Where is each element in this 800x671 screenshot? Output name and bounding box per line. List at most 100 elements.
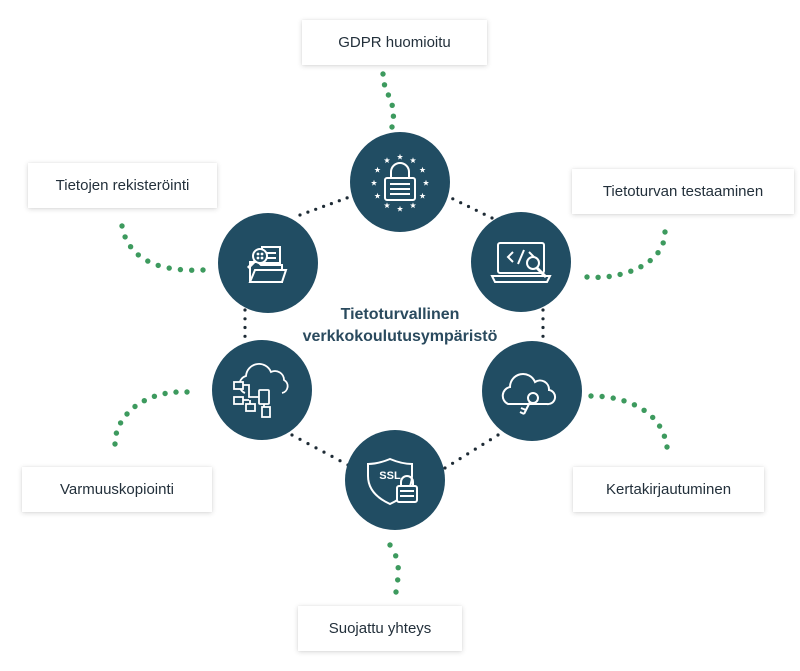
connector-dot [122, 234, 128, 240]
eu-star [396, 205, 404, 212]
connector-dot [641, 407, 647, 413]
ring-dot [496, 433, 500, 437]
card-sso: Kertakirjautuminen [573, 467, 764, 512]
ring-dot [459, 201, 463, 205]
nodes: SSL [212, 132, 582, 530]
connector-dot [381, 82, 388, 88]
ring-dot [466, 452, 470, 456]
connector-dot [610, 395, 616, 401]
connector-dot [647, 257, 653, 264]
connector-dot [145, 258, 151, 264]
node-secure: SSL [345, 430, 445, 530]
ring-dot [466, 204, 471, 209]
ssl-label: SSL [379, 470, 401, 482]
ring-dot [243, 334, 247, 338]
ring-dot [541, 317, 545, 321]
connector-dot [395, 577, 401, 583]
card-gdpr: GDPR huomioitu [302, 20, 487, 65]
ring-dot [474, 208, 478, 212]
node-testing [471, 212, 571, 312]
node-backup [212, 340, 312, 440]
ring-dot [322, 450, 326, 454]
eu-star [409, 202, 417, 209]
ring-dot [314, 446, 318, 450]
node-sso [482, 341, 582, 441]
center-title-line1: Tietoturvallinen [340, 306, 460, 323]
connector-dot [162, 390, 168, 397]
ring-dot [330, 454, 334, 458]
connector-dot [662, 229, 668, 235]
connector-dot [661, 433, 668, 439]
folder-magnifier-icon [246, 246, 288, 283]
connector-dot [380, 71, 386, 77]
ring-dot [243, 325, 247, 330]
connector-dot [389, 124, 395, 130]
connector-dot [173, 389, 179, 395]
eu-star [370, 179, 378, 186]
node-gdpr [350, 132, 450, 232]
connector-dot [155, 262, 161, 269]
connector-dot [621, 398, 627, 404]
connector-dot [655, 250, 661, 256]
connector-dot [166, 265, 172, 271]
ring-dot [322, 204, 326, 208]
ring-dot [541, 325, 545, 330]
ring-dot [298, 213, 302, 217]
eu-stars-padlock-icon [370, 153, 430, 212]
eu-star [374, 192, 381, 199]
ring-dot [541, 308, 545, 312]
card-logging: Tietojen rekisteröinti [28, 163, 217, 208]
ring-dot [451, 461, 455, 465]
ring-dot [243, 308, 247, 312]
eu-star [422, 179, 430, 186]
ring-dot [338, 459, 342, 463]
eu-star [396, 153, 404, 160]
connector-dot [393, 589, 399, 595]
connector-dot [390, 113, 397, 119]
ring-dot [243, 317, 247, 321]
connector-dot [141, 398, 147, 404]
center-title-line2: verkkokoulutusympäristö [302, 328, 498, 345]
ring-dot [329, 202, 333, 206]
connector-dot [113, 430, 120, 436]
laptop-code-magnifier-icon [490, 242, 552, 283]
connector-dot [184, 389, 190, 395]
connector-dot [385, 92, 392, 98]
connector-dot [119, 223, 125, 229]
cloud-network-backup-icon [233, 363, 289, 418]
card-backup: Varmuuskopiointi [22, 467, 212, 512]
connector-dot [177, 266, 184, 273]
ring-dot [482, 212, 486, 216]
ring-dot [451, 197, 455, 201]
connector-dot [650, 414, 656, 421]
ring-dot [481, 442, 485, 446]
cloud-key-icon [501, 373, 557, 415]
connector-dot [387, 542, 393, 548]
connector-dot [606, 273, 612, 280]
connector-dot [595, 274, 601, 280]
ring-dot [490, 216, 494, 220]
connector-dot [151, 393, 158, 399]
connector-dot [584, 274, 590, 280]
eu-star [383, 202, 391, 209]
ring-dot [541, 334, 545, 338]
eu-star [374, 166, 381, 173]
ring-dot [306, 210, 310, 214]
connector-dot [638, 264, 644, 270]
ring-dot [314, 207, 318, 211]
card-secure: Suojattu yhteys [298, 606, 462, 651]
eu-star [419, 192, 426, 199]
connectors [112, 71, 670, 595]
card-testing: Tietoturvan testaaminen [572, 169, 794, 214]
connector-dot [656, 423, 663, 429]
connector-dot [112, 441, 118, 447]
ring-dot [473, 447, 477, 451]
eu-star [419, 166, 426, 173]
connector-dot [617, 271, 623, 278]
connector-dot [117, 420, 124, 426]
ring-dot [337, 199, 341, 203]
connector-dot [628, 268, 634, 274]
connector-dot [389, 102, 395, 109]
center-title: Tietoturvallinen verkkokoulutusympäristö [280, 304, 520, 348]
